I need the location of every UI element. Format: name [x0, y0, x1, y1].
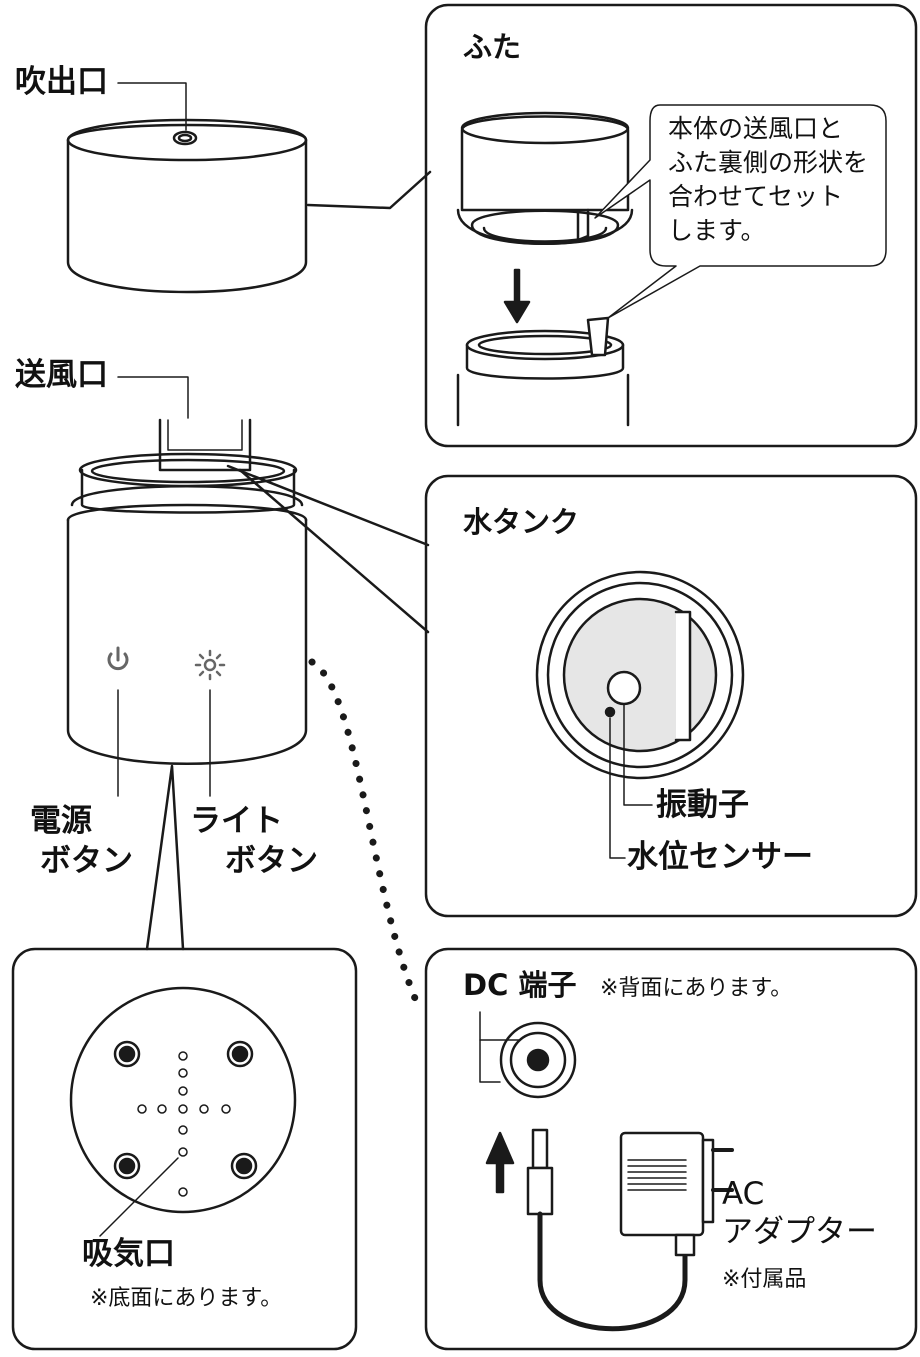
callout-bubble — [594, 104, 887, 319]
light-label-2: ボタン — [225, 843, 318, 879]
intake-label: 吸気口 — [82, 1236, 175, 1272]
lid-panel-title: ふた — [463, 30, 522, 64]
fan-port-leader — [117, 376, 189, 419]
tank-connector — [226, 464, 430, 547]
light-icon — [194, 649, 226, 681]
callout-line-3: 合わせてセット — [668, 182, 844, 211]
outlet-hole — [172, 130, 198, 146]
dc-panel-title: DC 端子 — [463, 968, 577, 1002]
water-sensor-label: 水位センサー — [627, 839, 813, 875]
dc-note: ※背面にあります。 — [600, 976, 793, 1001]
fan-port-label: 送風口 — [15, 357, 108, 393]
adapter-label-2: アダプター — [722, 1214, 877, 1250]
vibrator-label: 振動子 — [656, 787, 749, 823]
main-body — [66, 418, 308, 765]
dc-leader — [479, 1039, 521, 1083]
adapter-cable — [537, 1211, 688, 1332]
adapter-label-1: AC — [722, 1176, 765, 1212]
callout-line-1: 本体の送風口と — [668, 114, 844, 143]
adapter-note: ※付属品 — [722, 1267, 807, 1292]
outlet-label: 吹出口 — [15, 64, 108, 100]
power-label-2: ボタン — [40, 843, 133, 879]
intake-leader — [99, 1157, 179, 1237]
bottom-view — [69, 986, 297, 1214]
up-arrow — [485, 1131, 515, 1194]
callout-line-4: します。 — [668, 216, 766, 245]
power-label-1: 電源 — [30, 803, 92, 839]
dc-plug — [526, 1128, 554, 1216]
outlet-leader — [117, 82, 187, 131]
lid-inverted — [456, 111, 634, 245]
vibrator-leader — [623, 704, 653, 806]
intake-note: ※底面にあります。 — [90, 1286, 283, 1311]
callout-line-2: ふた裏側の形状を — [668, 148, 869, 177]
tank-panel-title: 水タンク — [463, 505, 580, 539]
tank-top-view — [535, 570, 745, 780]
dc-jack — [499, 1021, 577, 1099]
ac-adapter — [619, 1131, 734, 1257]
sensor-leader — [609, 717, 626, 859]
vibrator-disc — [606, 670, 642, 706]
lid-connector — [306, 170, 432, 210]
water-sensor-dot — [604, 706, 616, 718]
intake-connector — [145, 764, 185, 951]
power-icon — [107, 646, 129, 671]
down-arrow — [503, 268, 531, 324]
light-label-1: ライト — [190, 803, 283, 839]
tank-top-partial — [456, 316, 630, 427]
lid-body — [66, 118, 308, 294]
